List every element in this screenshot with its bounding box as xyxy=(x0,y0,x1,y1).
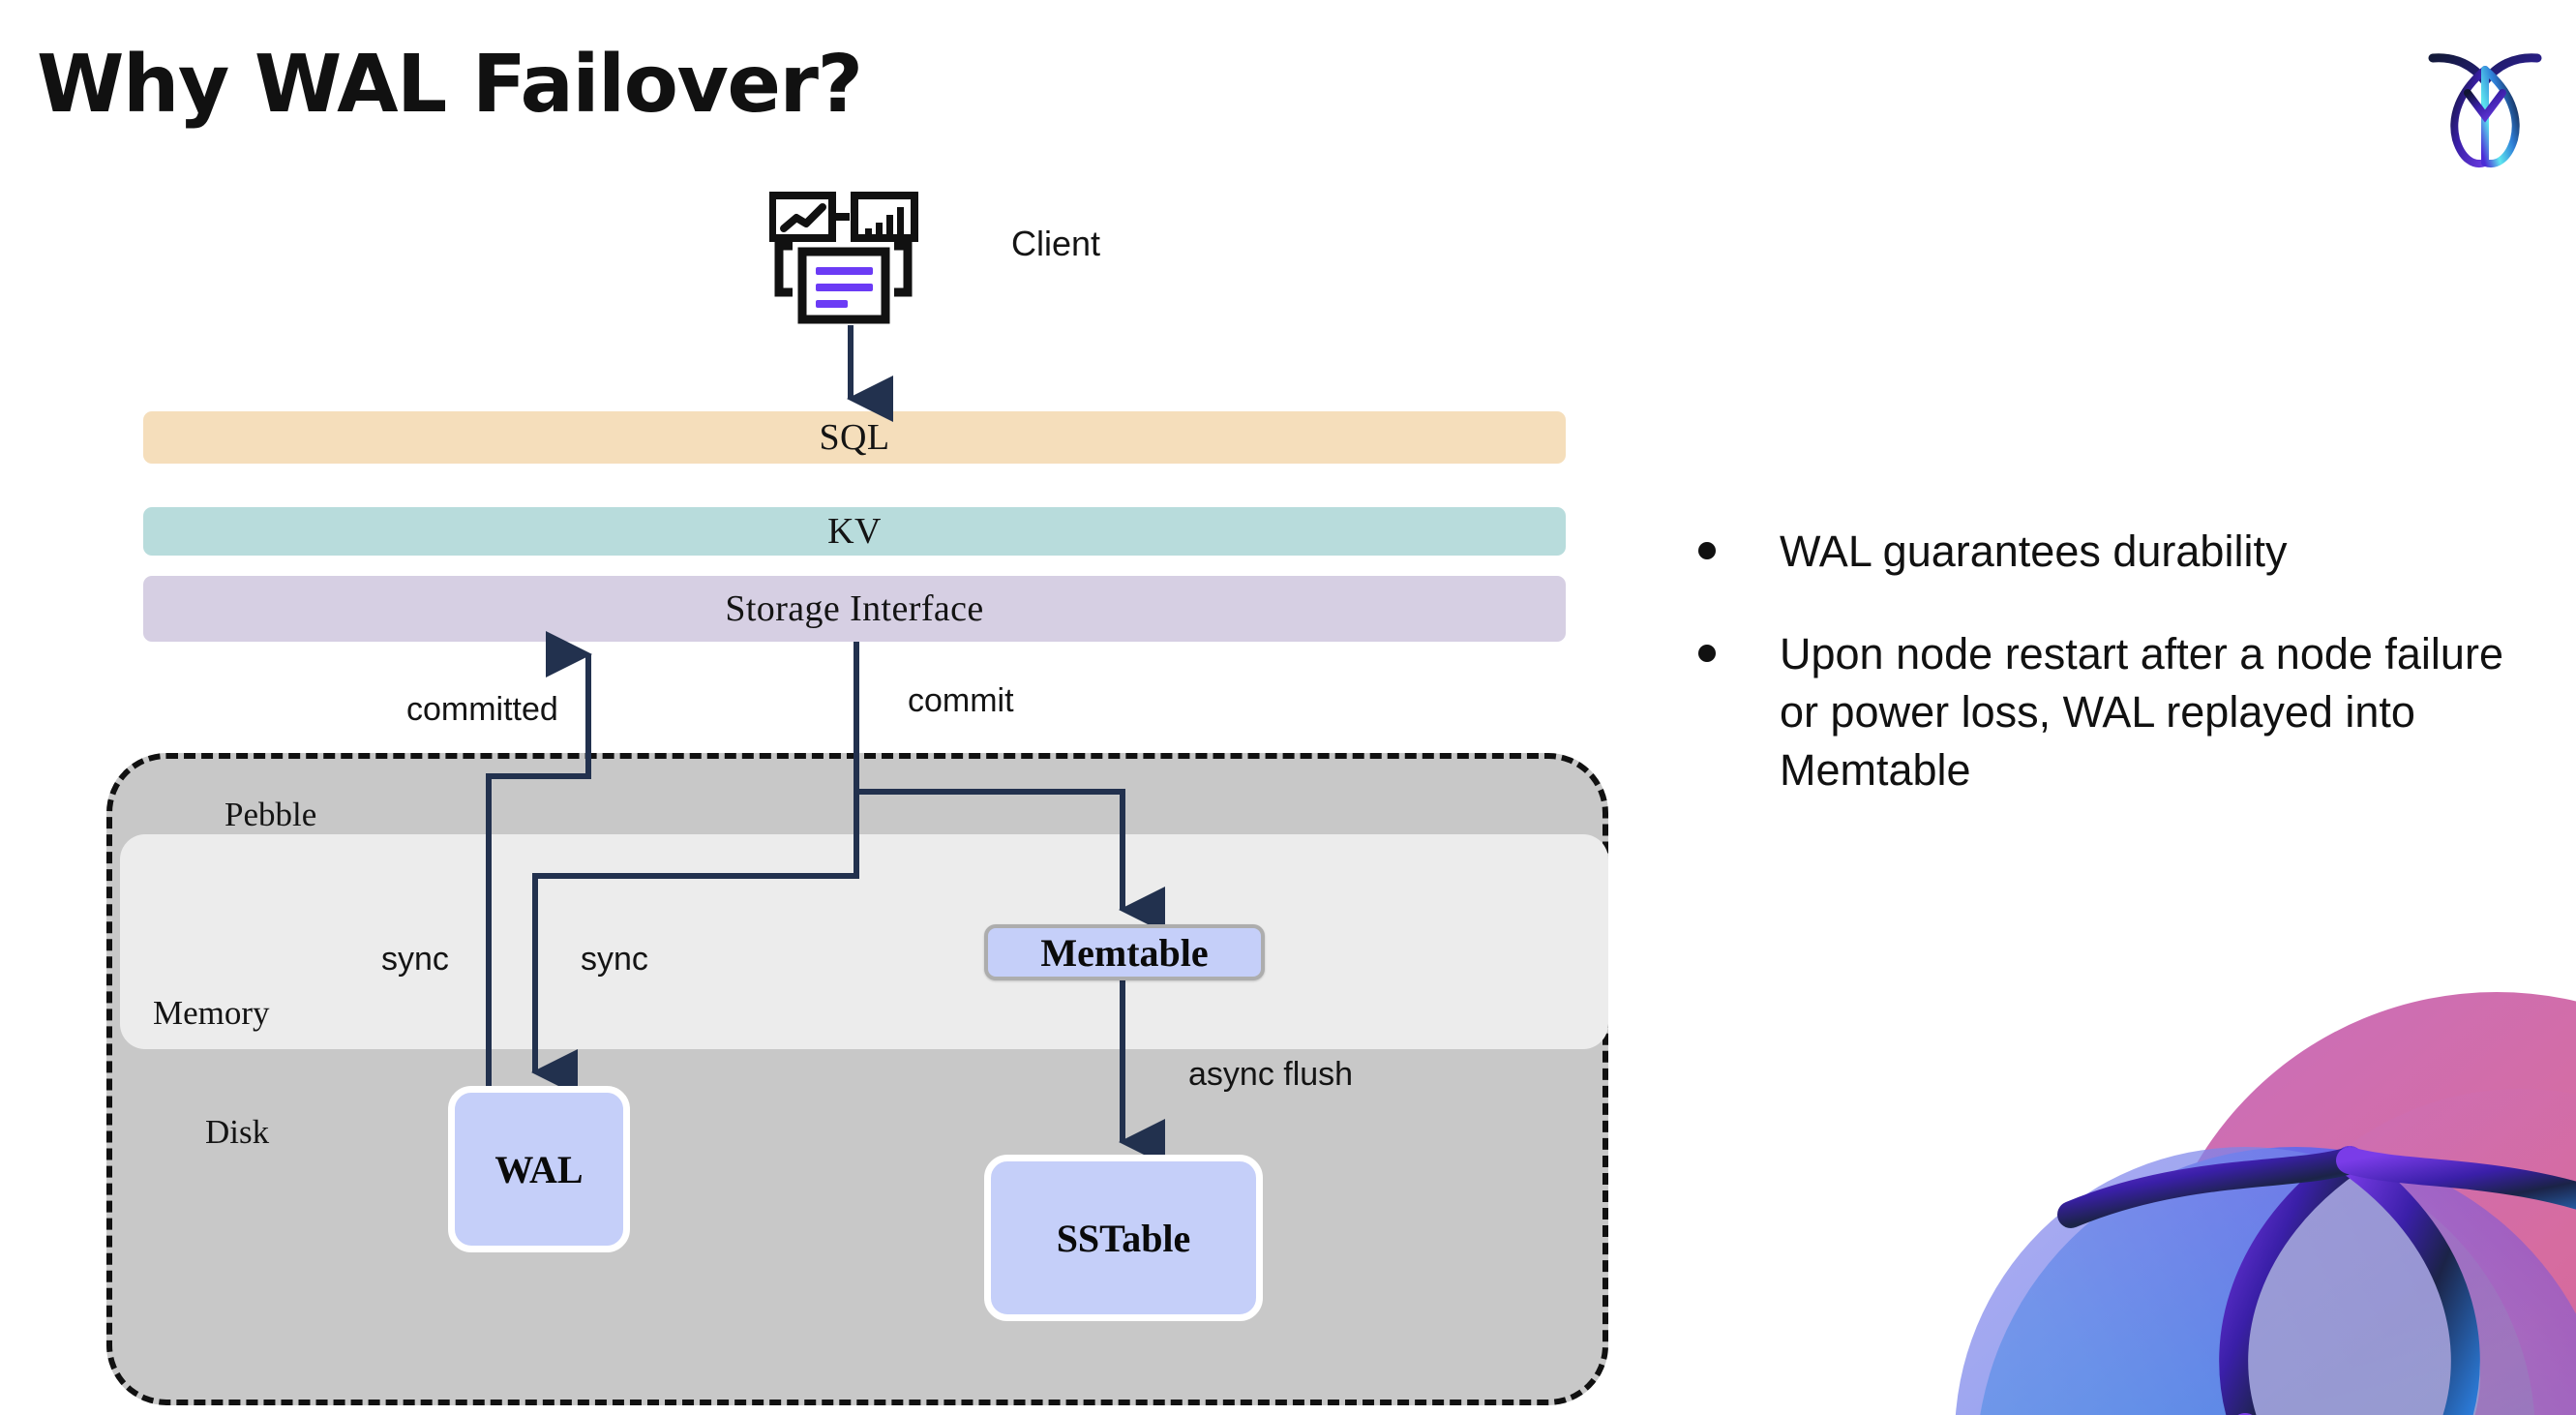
client-label: Client xyxy=(1011,224,1101,263)
node-sstable: SSTable xyxy=(984,1155,1263,1321)
bullet-text: WAL guarantees durability xyxy=(1780,527,2288,576)
client-dashboard-icon xyxy=(769,192,929,327)
edge-label-committed: committed xyxy=(406,691,558,728)
bullet-list: WAL guarantees durability Upon node rest… xyxy=(1698,523,2511,843)
list-item: WAL guarantees durability xyxy=(1698,523,2511,581)
edge-label-commit: commit xyxy=(908,682,1014,719)
edge-label-sync-left: sync xyxy=(381,941,449,978)
list-item: Upon node restart after a node failure o… xyxy=(1698,625,2511,799)
page-title: Why WAL Failover? xyxy=(37,39,863,131)
bullet-dot-icon xyxy=(1698,644,1716,662)
bullet-text: Upon node restart after a node failure o… xyxy=(1780,628,2503,795)
memory-label: Memory xyxy=(153,994,270,1032)
layer-bar-sql: SQL xyxy=(143,411,1566,464)
architecture-diagram: Client SQL KV Storage Interface Pebble M… xyxy=(106,192,1608,1405)
memory-zone xyxy=(120,834,1608,1049)
node-wal: WAL xyxy=(448,1086,630,1252)
pebble-label: Pebble xyxy=(225,796,317,833)
disk-label: Disk xyxy=(205,1113,270,1151)
cockroachdb-watermark-icon xyxy=(1955,924,2576,1415)
edge-label-async-flush: async flush xyxy=(1188,1056,1354,1093)
layer-bar-storage: Storage Interface xyxy=(143,576,1566,642)
edge-label-sync-right: sync xyxy=(581,941,648,978)
node-memtable: Memtable xyxy=(984,924,1265,980)
bullet-dot-icon xyxy=(1698,542,1716,559)
cockroachdb-logo-icon xyxy=(2417,35,2553,170)
layer-bar-kv: KV xyxy=(143,507,1566,556)
